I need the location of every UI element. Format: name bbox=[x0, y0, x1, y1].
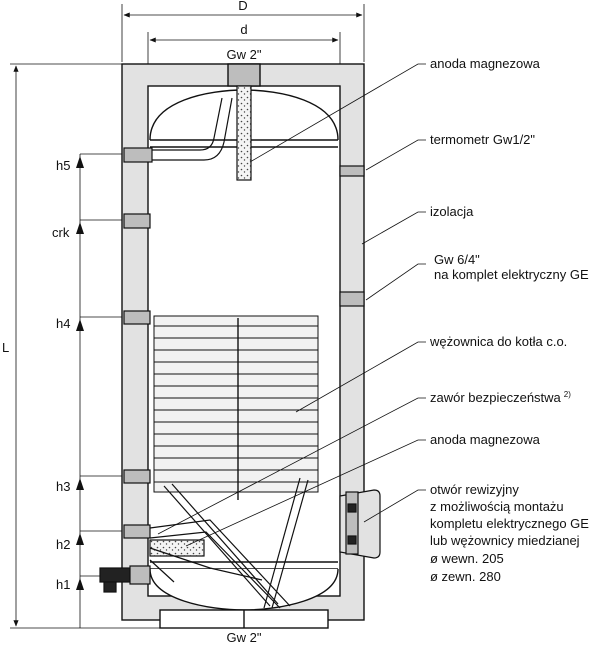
label-insulation: izolacja bbox=[430, 204, 474, 219]
label-rev-1: otwór rewizyjny bbox=[430, 482, 519, 497]
dim-L: L bbox=[2, 340, 9, 355]
label-rev-5: ø wewn. 205 bbox=[430, 551, 504, 566]
dim-gw-bottom: Gw 2" bbox=[227, 630, 262, 645]
dim-d: d bbox=[240, 22, 247, 37]
revision-opening bbox=[339, 489, 381, 559]
label-coil: wężownica do kotła c.o. bbox=[429, 334, 567, 349]
label-rev-4: lub wężownicy miedzianej bbox=[430, 533, 580, 548]
label-valve-sup: 2) bbox=[564, 390, 571, 399]
h-arrowheads bbox=[76, 156, 84, 590]
label-anode-top: anoda magnezowa bbox=[430, 56, 541, 71]
dim-h2: h2 bbox=[56, 537, 70, 552]
dim-crk: crk bbox=[52, 225, 70, 240]
label-rev-2: z możliwością montażu bbox=[430, 499, 564, 514]
h2-fitting bbox=[123, 524, 151, 539]
heating-coil bbox=[153, 315, 319, 500]
top-fitting bbox=[227, 63, 261, 87]
dim-h4: h4 bbox=[56, 316, 70, 331]
leader-lines bbox=[157, 63, 426, 547]
dim-h5: h5 bbox=[56, 158, 70, 173]
hot-water-pipe bbox=[123, 97, 233, 163]
label-anode-bottom: anoda magnezowa bbox=[430, 432, 541, 447]
side-fittings bbox=[123, 165, 365, 539]
dim-D: D bbox=[238, 0, 247, 13]
label-ge-line1: Gw 6/4" bbox=[434, 252, 480, 267]
dim-gw-top: Gw 2" bbox=[227, 47, 262, 62]
label-ge-line2: na komplet elektryczny GE bbox=[434, 267, 589, 282]
dim-h3: h3 bbox=[56, 479, 70, 494]
crk-fitting bbox=[123, 213, 151, 229]
label-rev-6: ø zewn. 280 bbox=[430, 569, 501, 584]
dim-h1: h1 bbox=[56, 577, 70, 592]
label-valve-text: zawór bezpieczeństwa bbox=[430, 390, 562, 405]
h3-fitting bbox=[123, 469, 151, 484]
anode-top bbox=[236, 85, 252, 181]
label-rev-3: kompletu elektrycznego GE bbox=[430, 516, 589, 531]
h4-fitting bbox=[123, 310, 151, 325]
ge-fitting bbox=[339, 291, 365, 307]
cold-water-inlet bbox=[99, 565, 151, 593]
thermometer-fitting bbox=[339, 165, 365, 177]
label-thermometer: termometr Gw1/2" bbox=[430, 132, 535, 147]
